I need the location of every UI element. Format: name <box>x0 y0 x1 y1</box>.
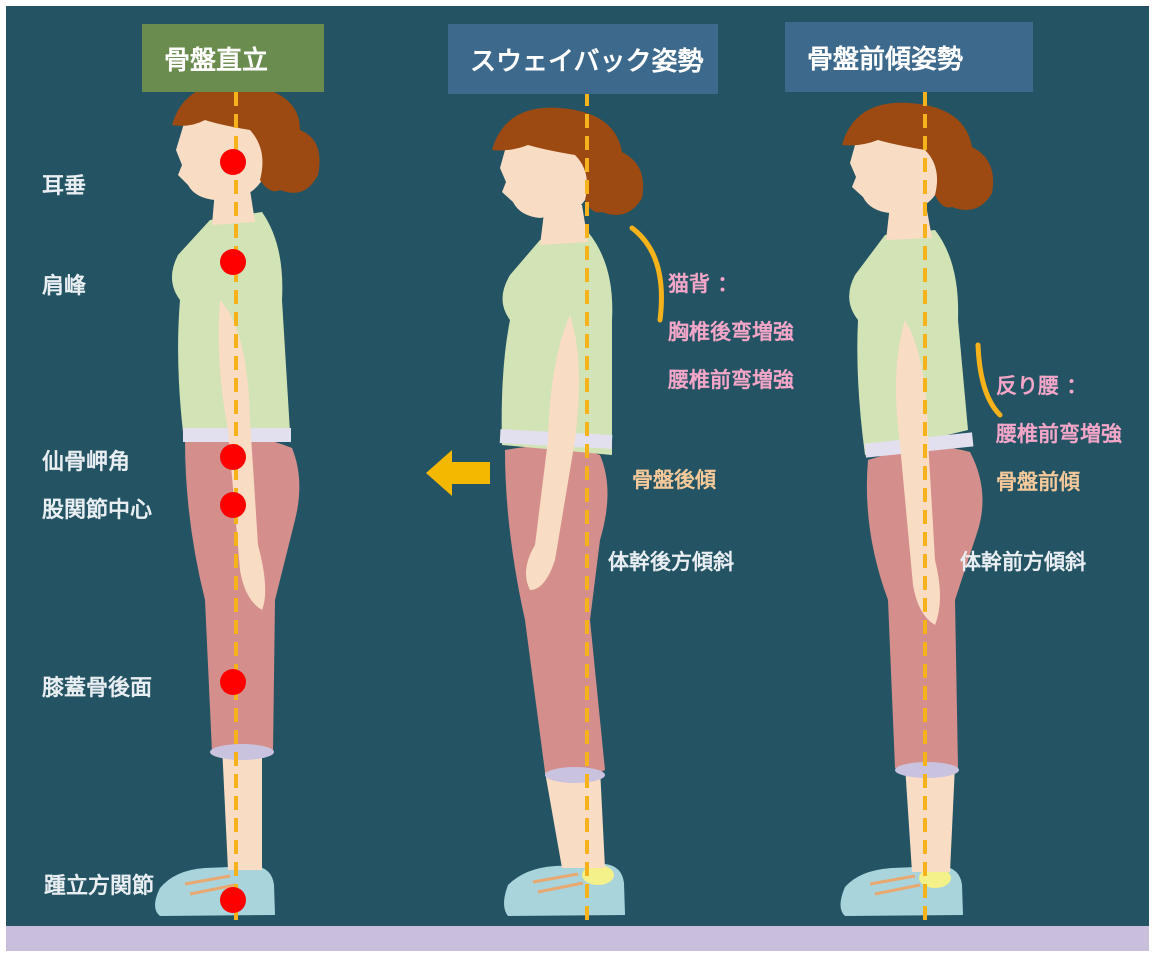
label-acromion: 肩峰 <box>42 268 86 300</box>
figures-layer <box>6 6 1149 926</box>
title-anterior: 骨盤前傾姿勢 <box>785 22 1033 92</box>
label-promontory: 仙骨岬角 <box>42 444 130 476</box>
label-anterior-tilt: 骨盤前傾 <box>996 466 1080 496</box>
label-patella-back: 膝蓋骨後面 <box>42 670 152 702</box>
label-kyphosis: 猫背 ： <box>668 268 738 298</box>
label-trunk-backward: 体幹後方傾斜 <box>608 546 734 576</box>
title-swayback: スウェイバック姿勢 <box>448 24 718 94</box>
label-trunk-forward: 体幹前方傾斜 <box>960 546 1086 576</box>
shoe-upright <box>155 866 275 916</box>
floor-strip <box>6 926 1149 951</box>
label-hip-center: 股関節中心 <box>42 492 152 524</box>
leg-anterior <box>905 765 955 872</box>
backward-arrow-icon <box>426 450 490 496</box>
figure-swayback <box>492 108 643 916</box>
dot-hip-center <box>220 492 246 518</box>
kyphosis-bracket <box>632 228 661 320</box>
leg-upright <box>222 745 262 870</box>
dot-earlobe <box>220 149 246 175</box>
label-cuboid-joint: 踵立方関節 <box>44 868 154 900</box>
label-swayback-lumbar: 腰椎前弯増強 <box>668 364 794 394</box>
label-lordosis: 反り腰 ： <box>996 370 1087 400</box>
diagram-panel: 骨盤直立 スウェイバック姿勢 骨盤前傾姿勢 耳垂 肩峰 仙骨岬角 股関節中心 膝… <box>6 6 1149 926</box>
dot-patella-back <box>220 669 246 695</box>
label-thoracic-kyphosis: 胸椎後弯増強 <box>668 316 794 346</box>
label-earlobe: 耳垂 <box>42 168 86 200</box>
dot-promontory <box>220 444 246 470</box>
dot-acromion <box>220 249 246 275</box>
figure-anterior <box>841 103 994 916</box>
dot-cuboid-joint <box>220 887 246 913</box>
title-upright: 骨盤直立 <box>142 24 324 92</box>
label-anterior-lumbar: 腰椎前弯増強 <box>996 418 1122 448</box>
label-posterior-tilt: 骨盤後傾 <box>632 464 716 494</box>
